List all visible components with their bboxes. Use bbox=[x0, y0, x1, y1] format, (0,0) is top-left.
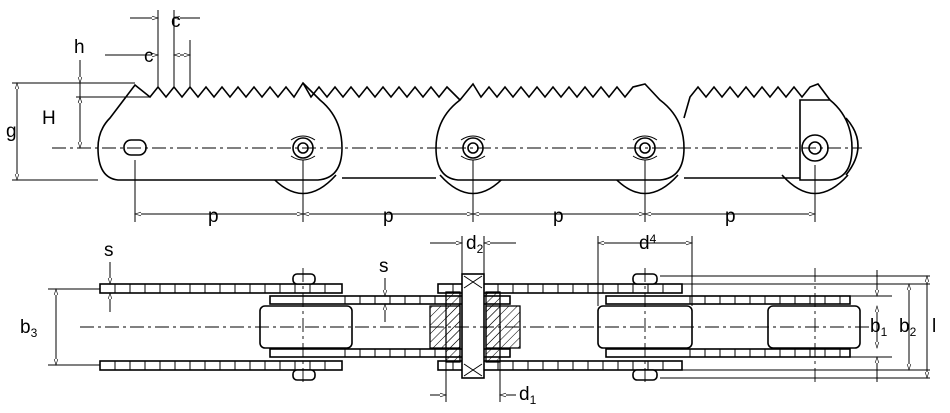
label-b1: b1 bbox=[870, 316, 888, 339]
label-d2: d2 bbox=[466, 233, 484, 256]
pitch-dimensions bbox=[133, 160, 817, 222]
label-d4: d4 bbox=[639, 232, 657, 254]
label-b2: b2 bbox=[899, 316, 917, 339]
label-h: h bbox=[74, 37, 85, 58]
label-l: l bbox=[932, 316, 936, 337]
label-p-2: p bbox=[383, 206, 394, 227]
outer-plate-top-left bbox=[99, 283, 343, 294]
outer-plate-top-right bbox=[437, 283, 683, 294]
label-d1: d1 bbox=[519, 384, 537, 407]
label-p-3: p bbox=[553, 206, 564, 227]
plan-view bbox=[48, 236, 930, 402]
side-view bbox=[12, 10, 862, 222]
label-p-4: p bbox=[725, 206, 736, 227]
label-c-top: c bbox=[171, 11, 181, 32]
outer-plate-bottom-left bbox=[99, 360, 343, 371]
pin-holes bbox=[123, 134, 829, 162]
labels: c c h H g p p p p s s b3 d2 d4 d1 b1 b2 … bbox=[6, 11, 936, 407]
label-b3: b3 bbox=[20, 317, 38, 340]
label-s-mid: s bbox=[379, 256, 389, 277]
outer-plate-bottom-right bbox=[437, 360, 683, 371]
link-plate-1 bbox=[97, 81, 343, 181]
label-s-left: s bbox=[104, 240, 114, 261]
tooth-pitch-dimensions bbox=[105, 10, 200, 87]
pin-section bbox=[461, 273, 485, 379]
label-c-mid: c bbox=[144, 46, 154, 67]
inner-plate-top-2 bbox=[605, 295, 851, 305]
inner-plate-bottom-2 bbox=[605, 348, 851, 358]
height-dimensions bbox=[12, 60, 150, 182]
label-g: g bbox=[6, 121, 17, 142]
label-H: H bbox=[42, 108, 56, 129]
label-p-1: p bbox=[208, 206, 219, 227]
